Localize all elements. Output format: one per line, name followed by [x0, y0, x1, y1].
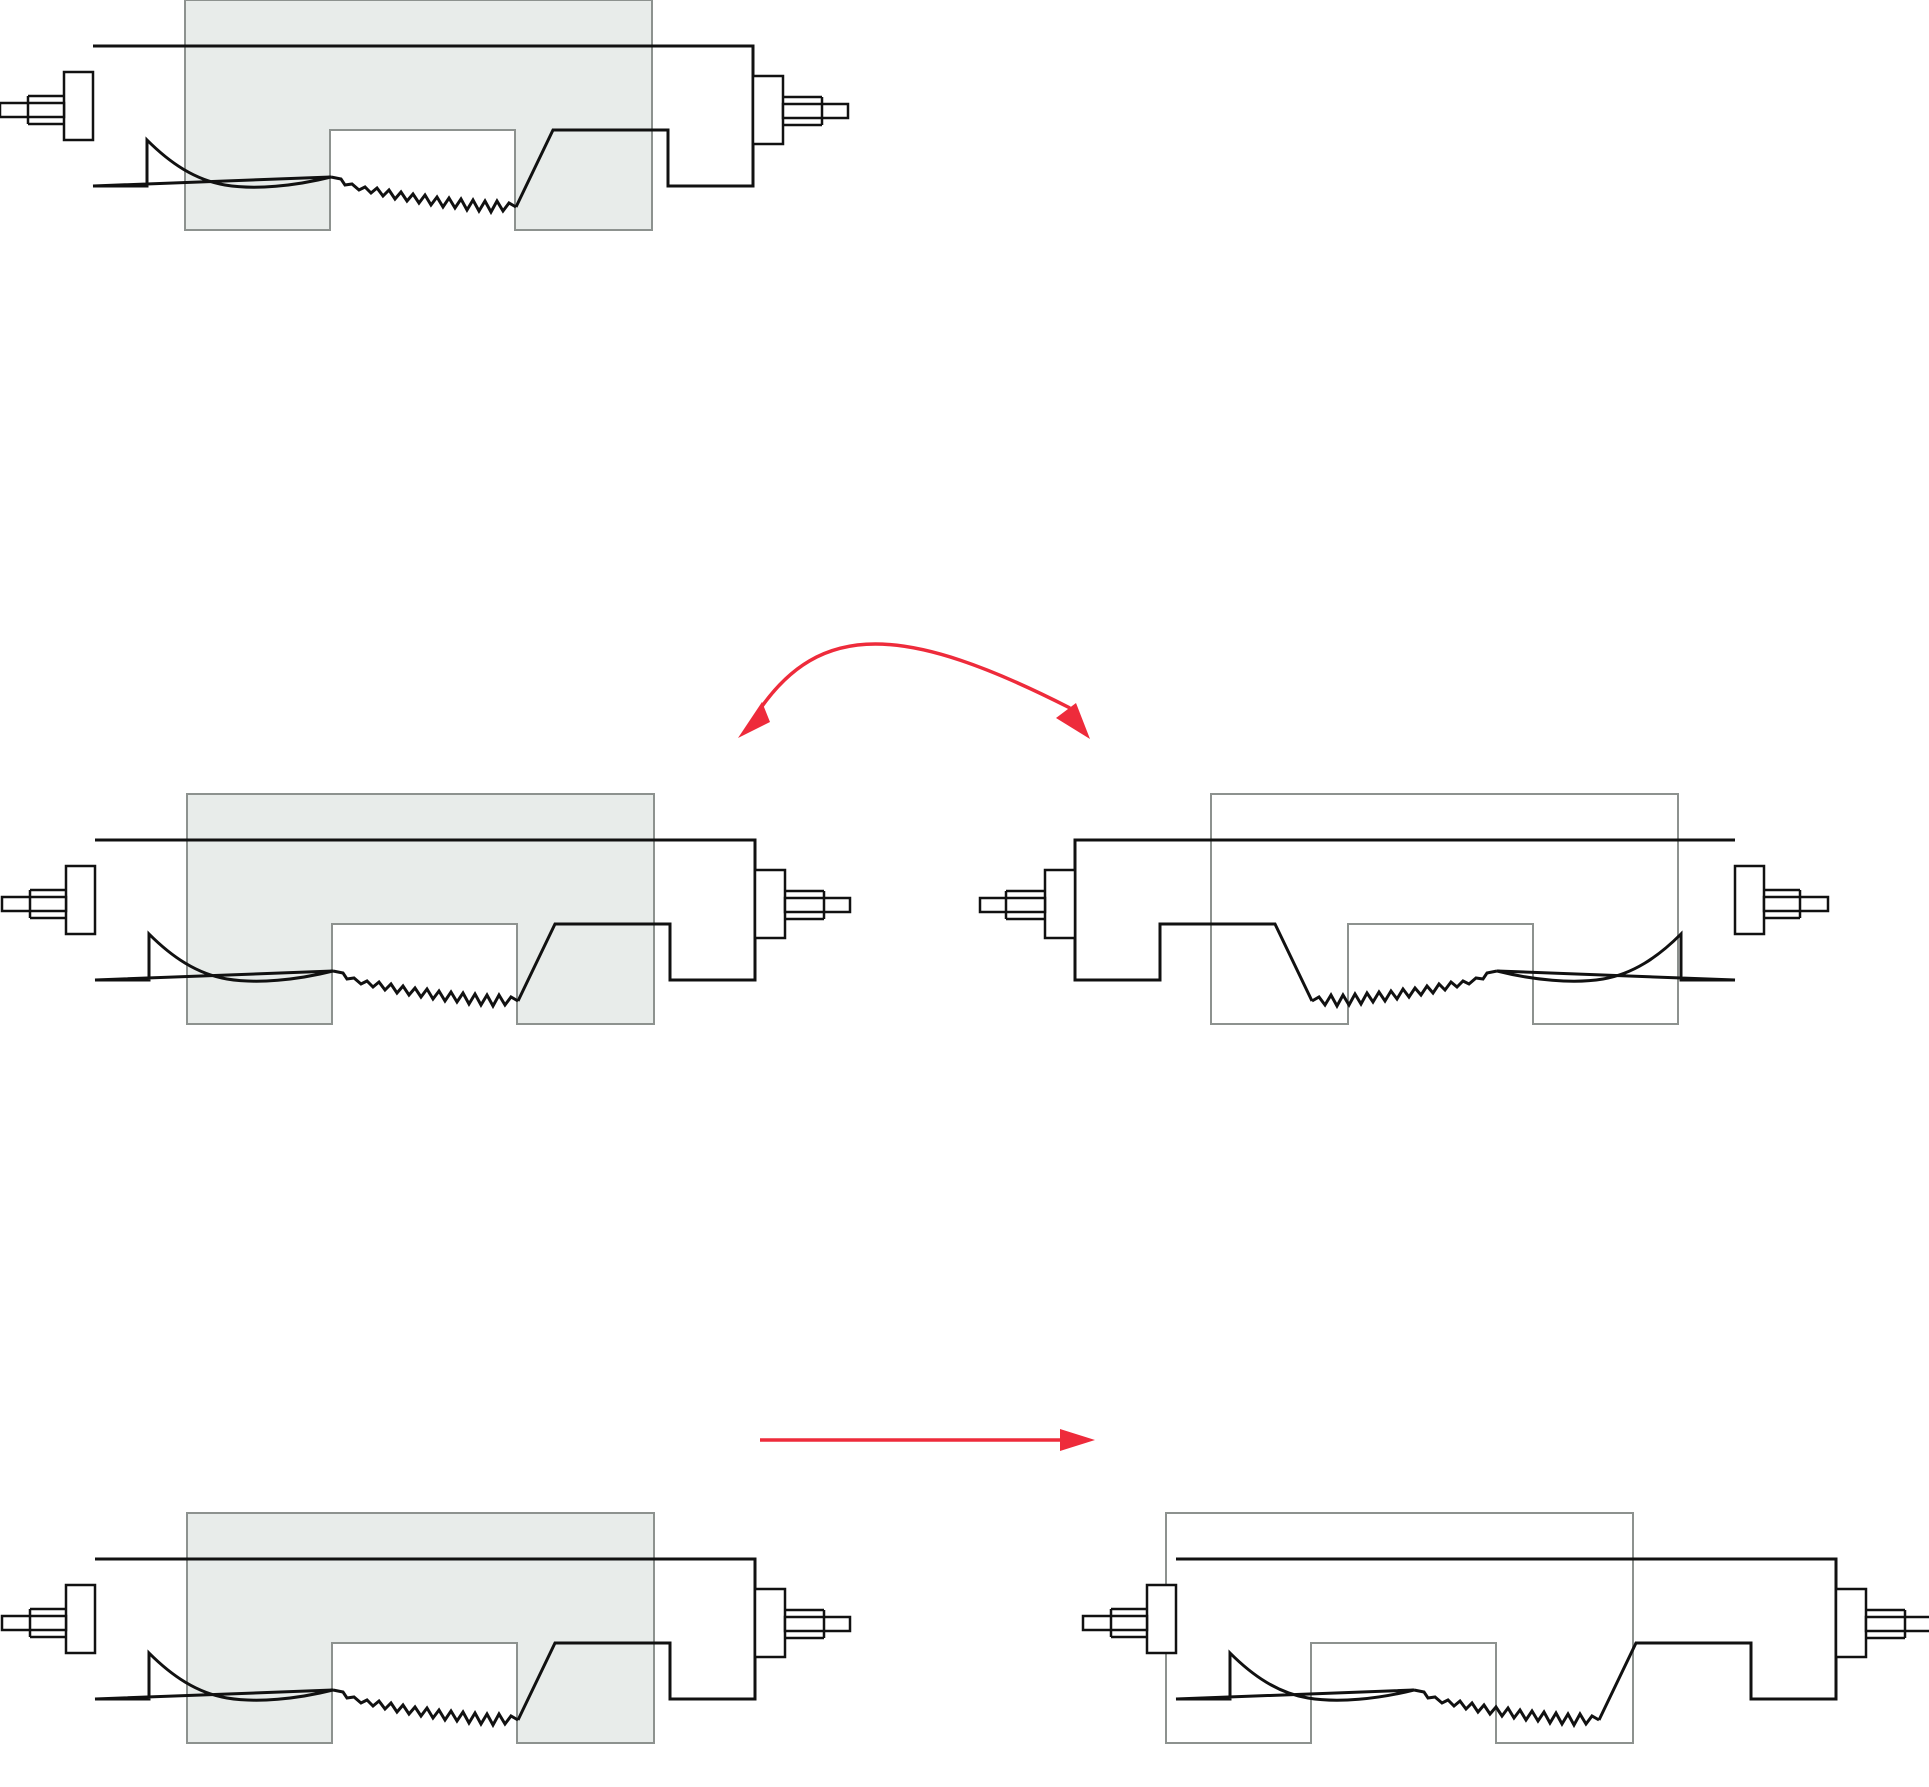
swap-arrow-head-right: [1056, 703, 1090, 739]
panel-middle-right: [978, 793, 1830, 1025]
swap-arrow-head-left: [738, 702, 770, 738]
contact-zone: [184, 0, 653, 231]
contact-zone: [186, 1512, 655, 1744]
swap-arrow: [738, 642, 1090, 739]
panel-top: [0, 0, 850, 231]
panel-bottom-left: [0, 1512, 852, 1744]
roller-body: [1081, 1557, 1929, 1727]
contact-zone: [186, 793, 655, 1025]
panel-middle-left: [0, 793, 852, 1025]
shift-arrow: [760, 1429, 1095, 1451]
contact-zone: [1165, 1512, 1634, 1744]
swap-arrow-curve: [756, 642, 1071, 713]
shift-arrow-head: [1060, 1429, 1095, 1451]
panel-bottom-right: [1081, 1512, 1929, 1744]
